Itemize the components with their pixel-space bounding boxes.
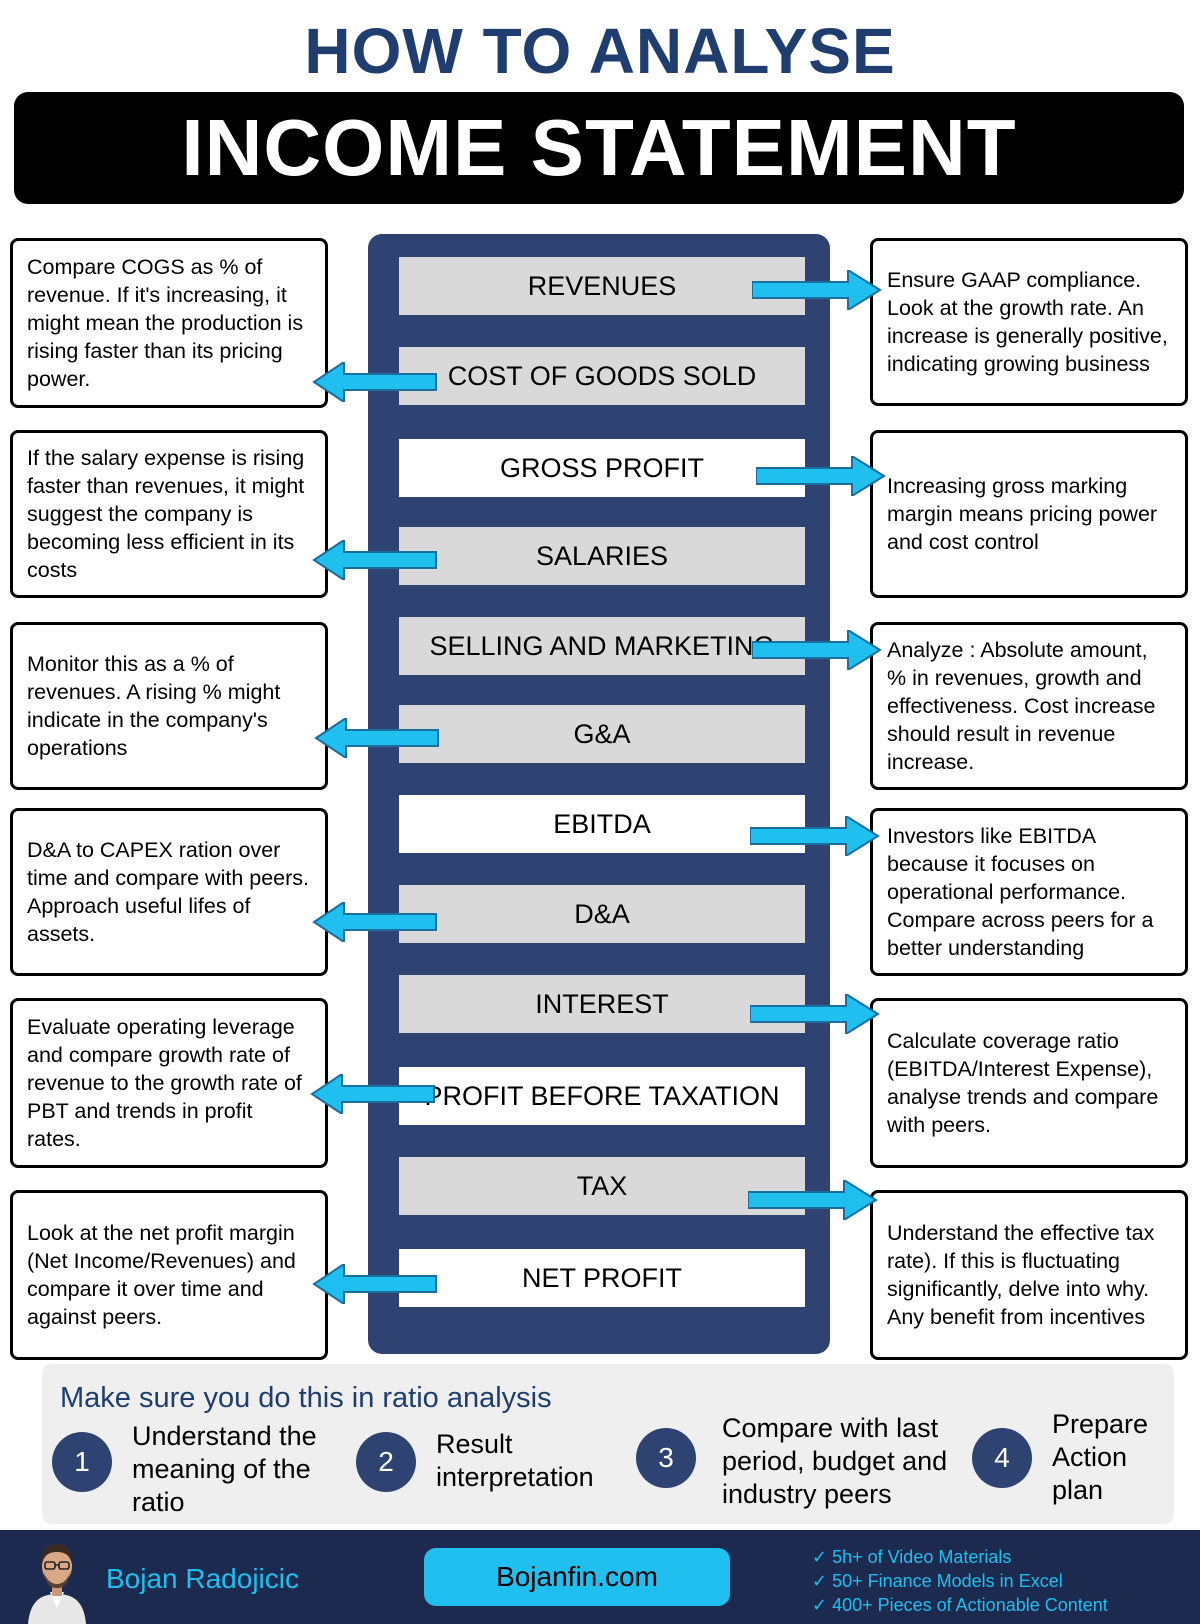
note-salaries: If the salary expense is rising faster t… bbox=[10, 430, 328, 598]
note-salaries-text: If the salary expense is rising faster t… bbox=[27, 446, 305, 582]
arrow-left-icon bbox=[312, 362, 437, 402]
author-avatar-icon bbox=[28, 1544, 86, 1624]
page-title: HOW TO ANALYSE bbox=[304, 15, 896, 87]
note-net-profit-text: Look at the net profit margin (Net Incom… bbox=[27, 1221, 296, 1329]
note-revenues-text: Ensure GAAP compliance. Look at the grow… bbox=[887, 268, 1168, 376]
row-salaries: SALARIES bbox=[396, 524, 808, 588]
note-g-and-a-text: Monitor this as a % of revenues. A risin… bbox=[27, 652, 281, 760]
author-name: Bojan Radojicic bbox=[106, 1563, 299, 1594]
arrow-left-icon bbox=[314, 718, 439, 758]
arrow-right-icon bbox=[748, 1180, 878, 1220]
note-pbt: Evaluate operating leverage and compare … bbox=[10, 998, 328, 1168]
arrow-left-icon bbox=[312, 540, 437, 580]
row-net-profit: NET PROFIT bbox=[396, 1246, 808, 1310]
row-interest: INTEREST bbox=[396, 972, 808, 1036]
step-4-text: Prepare Action plan bbox=[1052, 1409, 1149, 1505]
arrow-left-icon bbox=[310, 1074, 435, 1114]
step-1-text: Understand the meaning of the ratio bbox=[132, 1421, 317, 1517]
title-banner: INCOME STATEMENT bbox=[14, 92, 1184, 204]
row-revenues: REVENUES bbox=[396, 254, 808, 318]
note-revenues: Ensure GAAP compliance. Look at the grow… bbox=[870, 238, 1188, 406]
step-3-number: 3 bbox=[636, 1428, 696, 1488]
step-1-number: 1 bbox=[52, 1432, 112, 1492]
ratio-analysis-title: Make sure you do this in ratio analysis bbox=[60, 1382, 552, 1414]
row-d-and-a: D&A bbox=[396, 882, 808, 946]
row-g-and-a: G&A bbox=[396, 702, 808, 766]
arrow-right-icon bbox=[752, 270, 882, 310]
row-tax: TAX bbox=[396, 1154, 808, 1218]
note-cogs-text: Compare COGS as % of revenue. If it's in… bbox=[27, 255, 304, 391]
note-gross-profit-text: Increasing gross marking margin means pr… bbox=[887, 474, 1158, 554]
note-ebitda-text: Investors like EBITDA because it focuses… bbox=[887, 824, 1154, 960]
feature-item: ✓ 400+ Pieces of Actionable Content bbox=[812, 1595, 1108, 1615]
note-d-and-a-text: D&A to CAPEX ration over time and compar… bbox=[27, 838, 310, 946]
page-subtitle: INCOME STATEMENT bbox=[181, 103, 1017, 192]
step-2-text: Result interpretation bbox=[436, 1429, 594, 1492]
step-4-number: 4 bbox=[972, 1428, 1032, 1488]
step-3-text: Compare with last period, budget and ind… bbox=[722, 1413, 948, 1509]
arrow-left-icon bbox=[312, 902, 437, 942]
note-interest: Calculate coverage ratio (EBITDA/Interes… bbox=[870, 998, 1188, 1168]
arrow-left-icon bbox=[312, 1264, 437, 1304]
note-net-profit: Look at the net profit margin (Net Incom… bbox=[10, 1190, 328, 1360]
note-interest-text: Calculate coverage ratio (EBITDA/Interes… bbox=[887, 1029, 1159, 1137]
row-ebitda: EBITDA bbox=[396, 792, 808, 856]
row-selling-marketing: SELLING AND MARKETING bbox=[396, 614, 808, 678]
feature-item: ✓ 5h+ of Video Materials bbox=[812, 1547, 1012, 1567]
note-ebitda: Investors like EBITDA because it focuses… bbox=[870, 808, 1188, 976]
note-g-and-a: Monitor this as a % of revenues. A risin… bbox=[10, 622, 328, 790]
note-gross-profit: Increasing gross marking margin means pr… bbox=[870, 430, 1188, 598]
note-tax-text: Understand the effective tax rate). If t… bbox=[887, 1221, 1155, 1329]
note-tax: Understand the effective tax rate). If t… bbox=[870, 1190, 1188, 1360]
arrow-right-icon bbox=[750, 994, 880, 1034]
note-pbt-text: Evaluate operating leverage and compare … bbox=[27, 1015, 302, 1151]
feature-item: ✓ 50+ Finance Models in Excel bbox=[812, 1571, 1063, 1591]
row-gross-profit: GROSS PROFIT bbox=[396, 436, 808, 500]
row-cogs: COST OF GOODS SOLD bbox=[396, 344, 808, 408]
arrow-right-icon bbox=[752, 630, 882, 670]
website-button[interactable]: Bojanfin.com bbox=[424, 1548, 730, 1606]
note-d-and-a: D&A to CAPEX ration over time and compar… bbox=[10, 808, 328, 976]
arrow-right-icon bbox=[756, 456, 886, 496]
note-selling-marketing-text: Analyze : Absolute amount, % in revenues… bbox=[887, 638, 1156, 774]
row-profit-before-tax: PROFIT BEFORE TAXATION bbox=[396, 1064, 808, 1128]
arrow-right-icon bbox=[750, 816, 880, 856]
step-2-number: 2 bbox=[356, 1432, 416, 1492]
note-selling-marketing: Analyze : Absolute amount, % in revenues… bbox=[870, 622, 1188, 790]
note-cogs: Compare COGS as % of revenue. If it's in… bbox=[10, 238, 328, 408]
